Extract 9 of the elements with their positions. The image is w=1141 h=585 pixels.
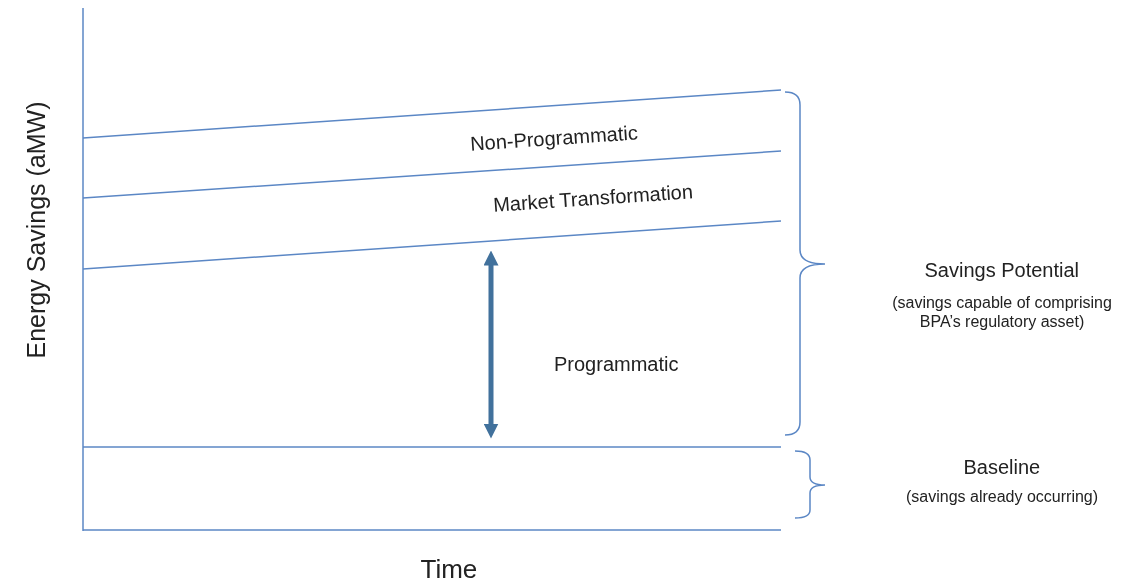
region-label: Market Transformation: [492, 179, 694, 217]
region-label: Non-Programmatic: [469, 120, 639, 156]
axis-title: Energy Savings (aMW): [20, 101, 50, 359]
bracket-note: (savings capable of comprising BPA’s regulatory asset): [891, 293, 1113, 332]
axis-title: Time: [420, 553, 478, 585]
bracket-note: (savings already occurring): [906, 486, 1099, 506]
bracket-label: Baseline: [963, 455, 1041, 479]
bracket-label: Savings Potential: [924, 258, 1080, 282]
region-label: Programmatic: [554, 352, 679, 376]
